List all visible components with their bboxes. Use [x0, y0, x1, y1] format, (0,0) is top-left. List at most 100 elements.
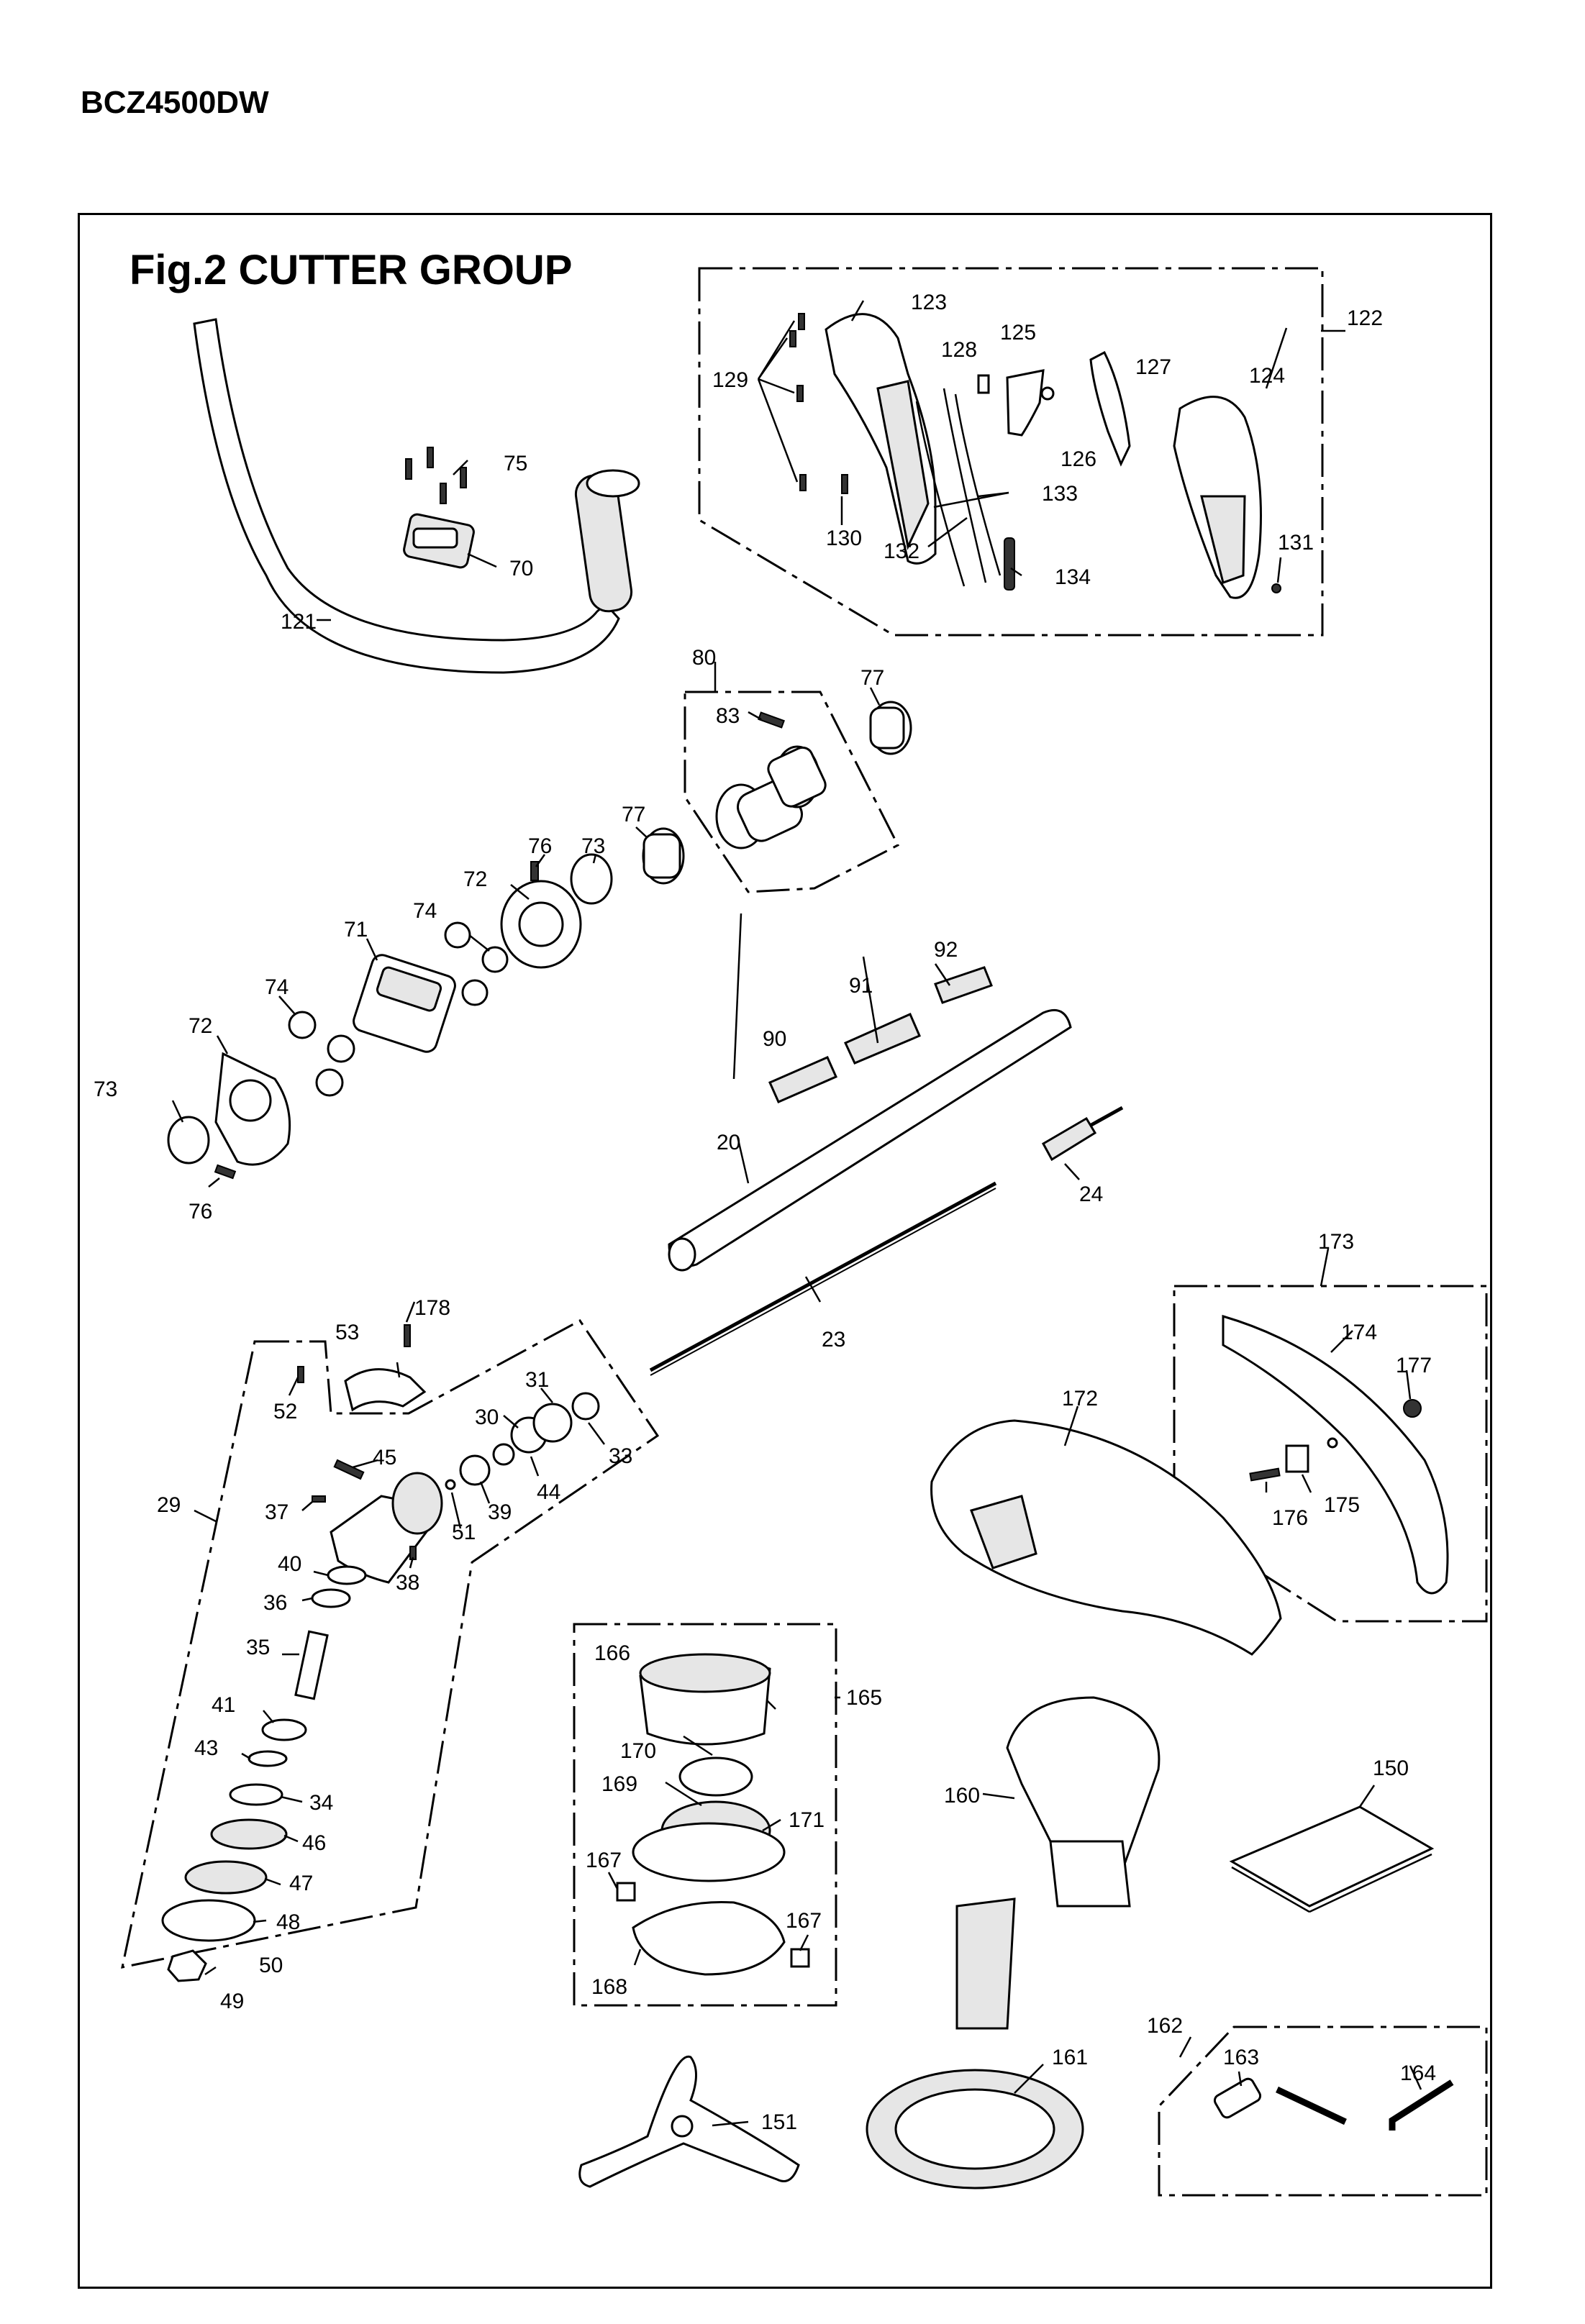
- part-manual: [1229, 1805, 1435, 1913]
- part-handle-bar: [193, 318, 640, 674]
- callout-90: 90: [763, 1027, 786, 1051]
- diagram-frame: [78, 213, 1492, 2289]
- callout-130: 130: [826, 527, 862, 550]
- group-box-gear-case: [121, 1319, 660, 1969]
- callout-53: 53: [335, 1321, 359, 1344]
- callout-38: 38: [396, 1571, 419, 1595]
- callout-51: 51: [452, 1521, 476, 1544]
- callout-numbers: 123 122 125 128 127 124 129 126 133 130 …: [94, 291, 1436, 2134]
- callout-178: 178: [414, 1296, 450, 1320]
- callout-30: 30: [475, 1405, 499, 1429]
- callout-71: 71: [344, 918, 368, 942]
- callout-167: 167: [586, 1849, 622, 1872]
- callout-171: 171: [789, 1808, 825, 1832]
- callout-160: 160: [944, 1784, 980, 1808]
- part-shaft: [649, 966, 1124, 1376]
- callout-44: 44: [537, 1480, 560, 1504]
- callout-77: 77: [860, 666, 884, 690]
- callout-162: 162: [1147, 2014, 1183, 2038]
- callout-80: 80: [692, 646, 716, 670]
- part-guard-ring: [866, 2069, 1084, 2189]
- callout-76: 76: [528, 834, 552, 858]
- callout-75: 75: [504, 452, 527, 475]
- callout-165: 165: [846, 1686, 882, 1710]
- callout-127: 127: [1135, 355, 1171, 379]
- part-trimmer-head: [616, 1653, 810, 1976]
- callout-40: 40: [278, 1552, 301, 1576]
- part-guard: [930, 1314, 1449, 1656]
- callout-91: 91: [849, 974, 873, 998]
- callout-170: 170: [620, 1739, 656, 1763]
- callout-169: 169: [601, 1772, 637, 1796]
- callout-72b: 72: [189, 1014, 212, 1038]
- callout-73: 73: [581, 834, 605, 858]
- part-gear-case: [161, 1324, 600, 1982]
- callout-24: 24: [1079, 1182, 1103, 1206]
- callout-35: 35: [246, 1636, 270, 1659]
- callout-163: 163: [1223, 2046, 1259, 2069]
- callout-173: 173: [1318, 1230, 1354, 1254]
- callout-176: 176: [1272, 1506, 1308, 1530]
- callout-37: 37: [265, 1500, 289, 1524]
- callout-126: 126: [1061, 447, 1096, 471]
- callout-151: 151: [761, 2110, 797, 2134]
- callout-164: 164: [1400, 2061, 1436, 2085]
- callout-168: 168: [591, 1975, 627, 1999]
- callout-129: 129: [712, 368, 748, 392]
- callout-76b: 76: [189, 1200, 212, 1223]
- callout-123: 123: [911, 291, 947, 314]
- figure-title: Fig.2 CUTTER GROUP: [130, 247, 573, 293]
- callout-92: 92: [934, 938, 958, 962]
- callout-124: 124: [1249, 364, 1285, 388]
- callout-31: 31: [525, 1368, 549, 1392]
- callout-161: 161: [1052, 2046, 1088, 2069]
- callout-74b: 74: [265, 975, 289, 999]
- group-box-clamp: [683, 691, 900, 893]
- callout-45: 45: [373, 1446, 396, 1469]
- callout-167b: 167: [786, 1909, 822, 1933]
- callout-121: 121: [281, 610, 317, 634]
- callout-20: 20: [717, 1131, 740, 1154]
- part-clamp-assembly: [642, 701, 912, 885]
- leader-lines: [171, 300, 1422, 2127]
- callout-128: 128: [941, 338, 977, 362]
- callout-34: 34: [309, 1791, 333, 1815]
- part-blade: [578, 2055, 800, 2188]
- callout-74: 74: [413, 899, 437, 923]
- callout-175: 175: [1324, 1493, 1360, 1517]
- callout-166: 166: [594, 1641, 630, 1665]
- callout-52: 52: [273, 1400, 297, 1423]
- part-handle-clamp: [403, 447, 475, 569]
- callout-36: 36: [263, 1591, 287, 1615]
- callout-46: 46: [302, 1831, 326, 1855]
- group-box-rear-grip: [698, 267, 1324, 637]
- model-title: BCZ4500DW: [81, 85, 269, 120]
- callout-48: 48: [276, 1910, 300, 1934]
- group-box-tools: [1158, 2025, 1488, 2197]
- callout-49: 49: [220, 1990, 244, 2013]
- callout-132: 132: [884, 539, 919, 563]
- callout-172: 172: [1062, 1387, 1098, 1411]
- callout-50: 50: [259, 1954, 283, 1977]
- part-throttle-grip: [789, 313, 1281, 599]
- callout-133: 133: [1042, 482, 1078, 506]
- callout-39: 39: [488, 1500, 512, 1524]
- callout-150: 150: [1373, 1756, 1409, 1780]
- callout-134: 134: [1055, 565, 1091, 589]
- callout-23: 23: [822, 1328, 845, 1352]
- callout-29: 29: [157, 1493, 181, 1517]
- callout-47: 47: [289, 1872, 313, 1895]
- callout-41: 41: [212, 1693, 235, 1717]
- callout-122: 122: [1347, 306, 1383, 330]
- callout-77b: 77: [622, 803, 645, 826]
- callout-70: 70: [509, 557, 533, 580]
- part-engine-mount: [167, 853, 613, 1180]
- part-tools: [1213, 2077, 1454, 2131]
- part-harness: [955, 1696, 1161, 2030]
- callout-33: 33: [609, 1444, 632, 1468]
- callout-131: 131: [1278, 531, 1314, 555]
- group-box-trimmer-head: [573, 1623, 837, 2007]
- callout-125: 125: [1000, 321, 1036, 345]
- callout-174: 174: [1341, 1321, 1377, 1344]
